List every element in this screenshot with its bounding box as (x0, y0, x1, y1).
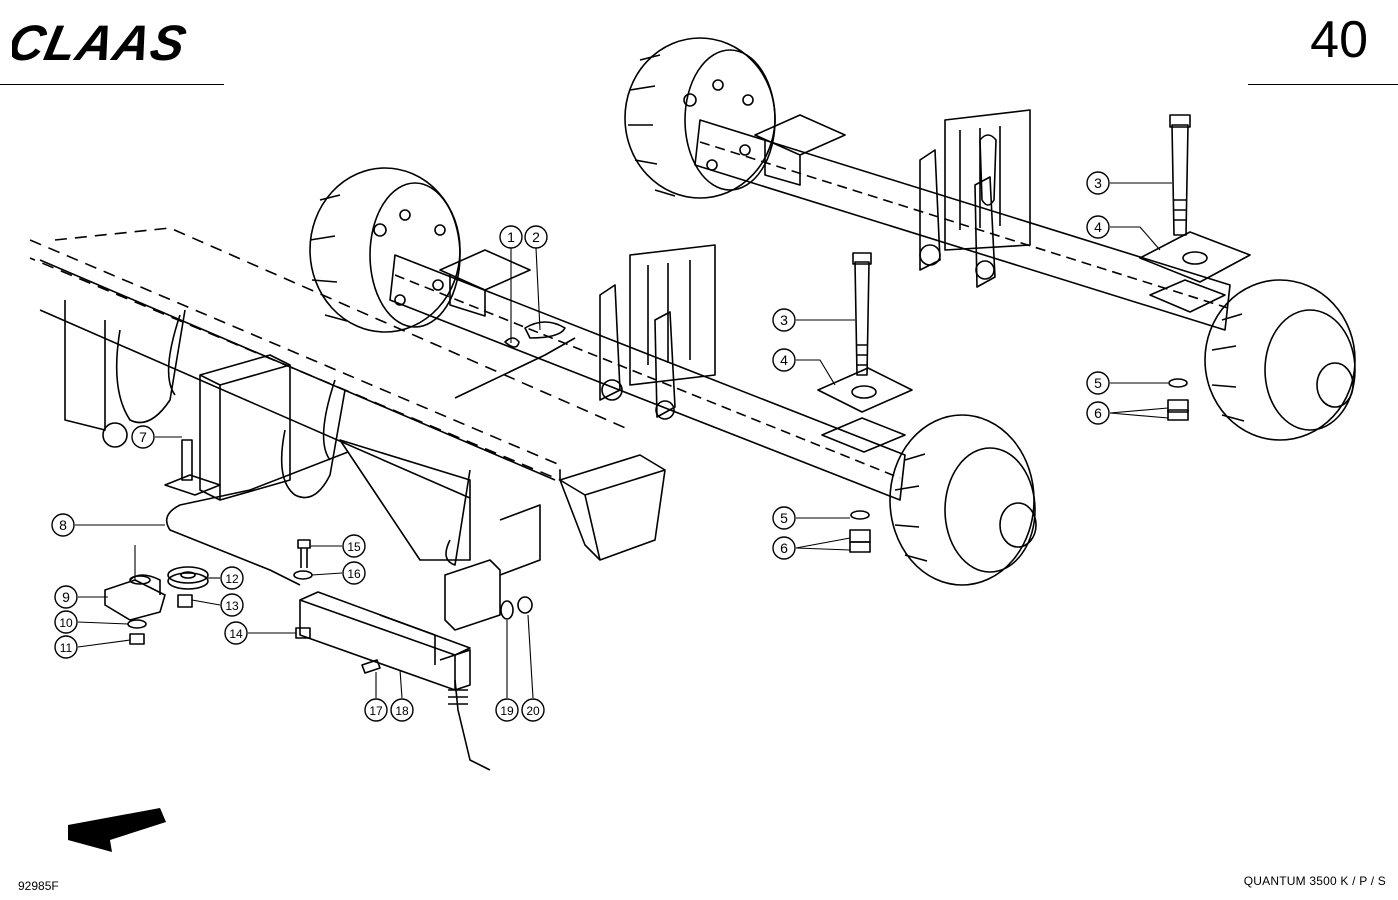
callout-circle (220, 566, 244, 590)
callout-number: 17 (369, 704, 383, 718)
callout-11: 11 (54, 635, 78, 659)
callout-13: 13 (220, 593, 244, 617)
callout-circle (390, 698, 414, 722)
callout-number: 10 (59, 616, 73, 630)
callout-circle (521, 698, 545, 722)
callout-number: 3 (1094, 175, 1102, 191)
drawing-number: 92985F (18, 879, 59, 893)
callout-circle (772, 536, 796, 560)
callout-number: 2 (532, 229, 540, 245)
callout-circle (495, 698, 519, 722)
callout-circle (772, 506, 796, 530)
callout-12: 12 (220, 566, 244, 590)
callout-5: 5 (1086, 371, 1110, 395)
callout-number: 19 (500, 704, 514, 718)
callout-circle (54, 635, 78, 659)
callout-circle (364, 698, 388, 722)
rear-axle (624, 37, 1356, 441)
callout-number: 16 (347, 567, 361, 581)
brake-cable (165, 337, 576, 586)
callout-14: 14 (224, 621, 248, 645)
callout-number: 9 (62, 589, 70, 605)
callout-19: 19 (495, 698, 519, 722)
callout-3: 3 (1086, 171, 1110, 195)
callout-number: 18 (395, 704, 409, 718)
callout-circle (499, 225, 523, 249)
callout-15: 15 (342, 534, 366, 558)
callout-number: 5 (780, 510, 788, 526)
callout-circle (1086, 171, 1110, 195)
callout-circle (220, 593, 244, 617)
callout-10: 10 (54, 610, 78, 634)
callout-circle (54, 610, 78, 634)
callout-number: 20 (526, 704, 540, 718)
callout-circle (772, 308, 796, 332)
callout-6: 6 (772, 536, 796, 560)
callout-7: 7 (131, 425, 155, 449)
header-rule-left (0, 84, 224, 85)
callout-number: 4 (1094, 219, 1102, 235)
header-rule-right (1248, 84, 1398, 85)
callout-number: 12 (225, 572, 239, 586)
callout-number: 5 (1094, 375, 1102, 391)
callout-circle (51, 513, 75, 537)
chassis-frame (29, 227, 666, 631)
callout-number: 11 (60, 641, 73, 655)
callout-circle (342, 534, 366, 558)
claas-logo: CLAAS (12, 18, 192, 66)
callout-4: 4 (772, 348, 796, 372)
front-axle (309, 167, 1037, 586)
callout-number: 4 (780, 352, 788, 368)
callout-circle (772, 348, 796, 372)
callout-1: 1 (499, 225, 523, 249)
model-designation: QUANTUM 3500 K / P / S (1243, 874, 1386, 888)
callout-3: 3 (772, 308, 796, 332)
callout-circle (524, 225, 548, 249)
callout-circle (342, 561, 366, 585)
callout-number: 7 (139, 429, 147, 445)
callout-4: 4 (1086, 215, 1110, 239)
callout-circle (131, 425, 155, 449)
parking-brake-assembly (104, 539, 533, 771)
callout-number: 3 (780, 312, 788, 328)
callout-circle (1086, 215, 1110, 239)
callout-18: 18 (390, 698, 414, 722)
callout-circle (1086, 401, 1110, 425)
callout-number: 6 (1094, 405, 1102, 421)
leader-lines (75, 182, 1172, 699)
callout-number: 6 (780, 540, 788, 556)
callout-number: 14 (229, 627, 243, 641)
callout-6: 6 (1086, 401, 1110, 425)
callout-2: 2 (524, 225, 548, 249)
arrow-down-left-icon (68, 808, 166, 852)
callout-circle (1086, 371, 1110, 395)
callout-number: 15 (347, 540, 361, 554)
callout-circle (224, 621, 248, 645)
callout-16: 16 (342, 561, 366, 585)
svg-text:CLAAS: CLAAS (12, 18, 192, 66)
callout-circle (54, 585, 78, 609)
callout-9: 9 (54, 585, 78, 609)
page-number: 40 (1310, 11, 1368, 69)
callout-5: 5 (772, 506, 796, 530)
callout-20: 20 (521, 698, 545, 722)
callout-number: 1 (507, 229, 515, 245)
callout-number: 13 (225, 599, 239, 613)
callout-number: 8 (59, 517, 67, 533)
callout-17: 17 (364, 698, 388, 722)
callout-8: 8 (51, 513, 75, 537)
